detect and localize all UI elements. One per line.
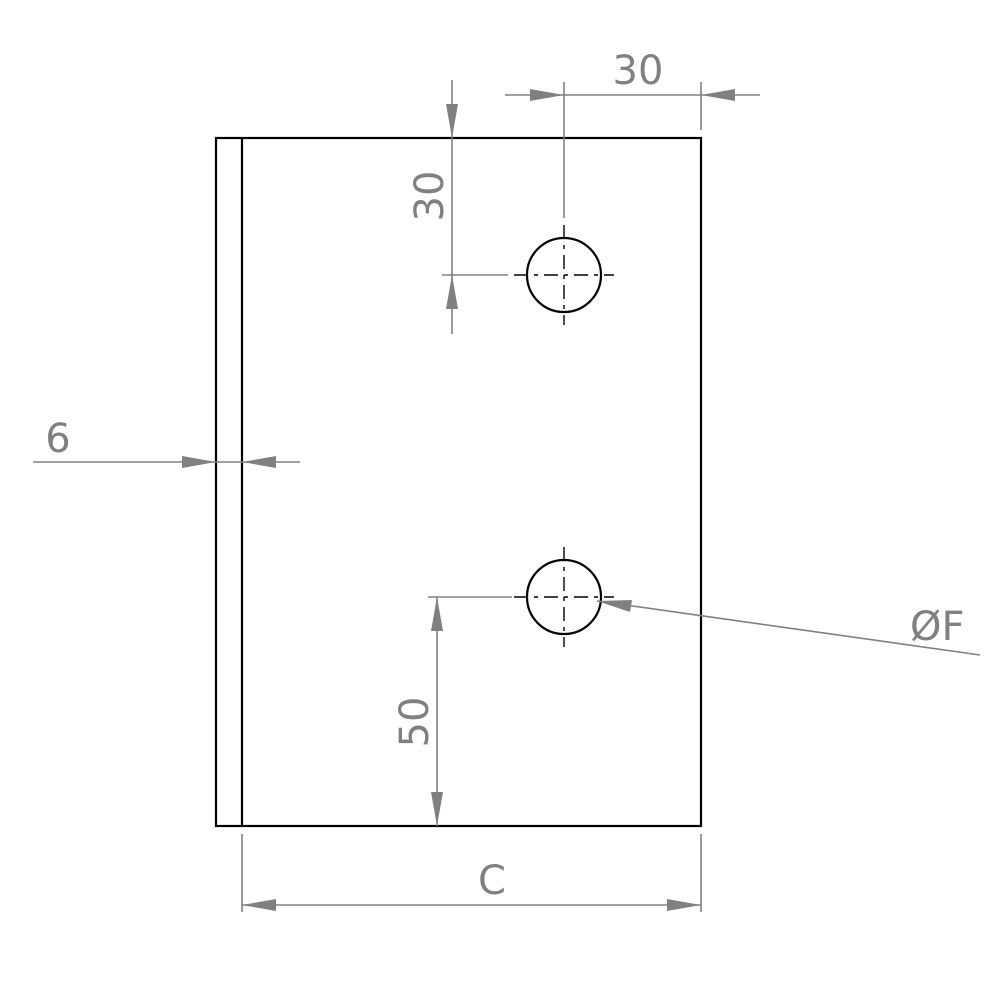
arrowhead bbox=[597, 600, 632, 612]
dim-hole-offset-top: 30 bbox=[407, 80, 508, 334]
arrowhead bbox=[530, 89, 564, 101]
dim-label-c: C bbox=[478, 858, 506, 904]
dim-label-30-vertical: 30 bbox=[407, 171, 453, 222]
dim-label-diameter: ØF bbox=[910, 604, 965, 650]
dim-plate-width: C bbox=[241, 834, 702, 912]
dim-hole-diameter: ØF bbox=[596, 600, 981, 656]
dim-hole-offset-horizontal: 30 bbox=[505, 48, 760, 218]
dim-label-30-horizontal: 30 bbox=[613, 48, 664, 94]
dim-label-6: 6 bbox=[45, 416, 70, 462]
arrowhead bbox=[667, 899, 701, 911]
arrowhead bbox=[431, 597, 443, 631]
leader-line bbox=[596, 600, 981, 656]
dim-flange-thickness: 6 bbox=[33, 416, 300, 468]
arrowhead bbox=[182, 456, 216, 468]
dim-label-50: 50 bbox=[392, 697, 438, 748]
arrowhead bbox=[242, 456, 276, 468]
arrowhead bbox=[701, 89, 735, 101]
arrowhead bbox=[431, 792, 443, 826]
dim-hole-offset-bottom: 50 bbox=[392, 596, 512, 826]
arrowhead bbox=[446, 104, 458, 138]
arrowhead bbox=[242, 899, 276, 911]
plate-outline bbox=[214, 136, 703, 828]
arrowhead bbox=[446, 275, 458, 309]
